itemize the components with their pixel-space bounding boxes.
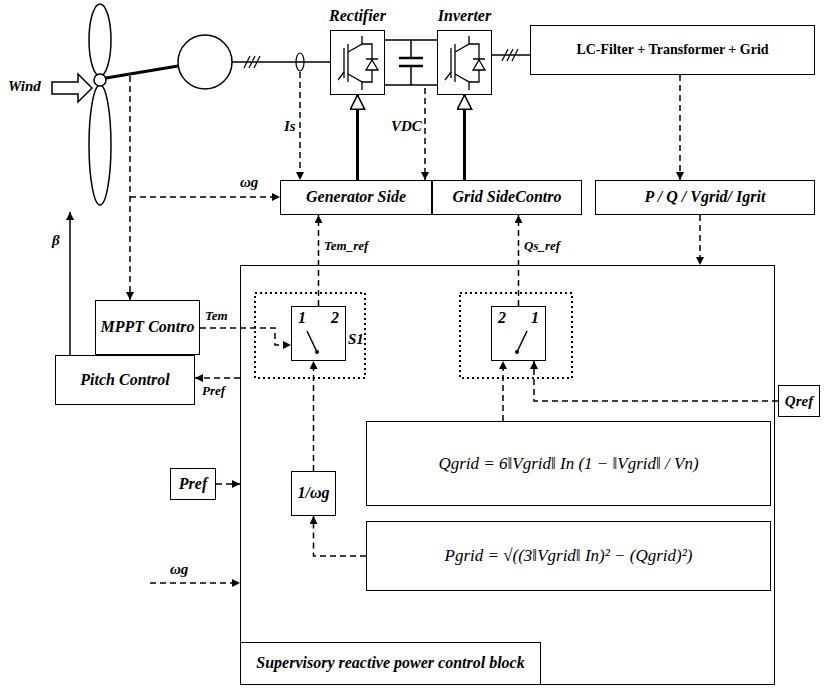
node-label: P / Q / Vgrid/ Igrit xyxy=(645,188,766,206)
control-box: MPPT Contro xyxy=(95,300,200,355)
signal-name: ωg xyxy=(170,561,188,578)
gate xyxy=(445,72,451,80)
node-label: Inverter xyxy=(438,7,491,25)
signal-arrow xyxy=(314,516,367,556)
signal-arrow xyxy=(502,361,504,421)
signal-arrow xyxy=(679,75,681,180)
igbt-symbol xyxy=(338,36,378,90)
signal-name: VDC xyxy=(391,118,422,135)
signal-arrow xyxy=(200,328,291,345)
diode xyxy=(469,44,485,82)
phase-marks xyxy=(502,49,518,61)
node-label: LC-Filter + Transformer + Grid xyxy=(576,42,768,58)
speed-signal xyxy=(129,76,131,300)
node-label: Generator Side xyxy=(306,188,406,206)
inverter-box: Inverter xyxy=(437,30,492,95)
input-box: Qref xyxy=(778,385,820,417)
formula-box: Qgrid = 6‖Vgrid‖ In (1 − ‖Vgrid‖ / Vn) xyxy=(366,421,771,506)
node-label: Pitch Control xyxy=(80,371,169,389)
wind-arrow xyxy=(52,74,92,102)
signal-name: ωg xyxy=(240,174,258,191)
turbine-hub xyxy=(94,74,106,86)
node-label: 1 xyxy=(298,309,306,327)
signal-arrow xyxy=(518,215,520,306)
signal-arrow xyxy=(195,377,240,379)
node-label: 2 xyxy=(498,309,506,327)
block-title: Supervisory reactive power control block xyxy=(241,642,541,684)
switch-frame xyxy=(460,293,572,378)
signal-arrow xyxy=(534,361,778,401)
signal-arrow xyxy=(313,361,315,471)
generator xyxy=(178,35,232,89)
gate xyxy=(338,72,344,80)
control-box: Generator Side xyxy=(280,180,432,215)
diode xyxy=(362,44,378,82)
node-label: Rectifier xyxy=(329,7,386,25)
turbine-blade xyxy=(89,85,111,205)
signal-arrow xyxy=(318,215,320,306)
formula-box: Pgrid = √((3‖Vgrid‖ In)² − (Qgrid)²) xyxy=(366,521,771,591)
switch-box: 21 xyxy=(491,306,546,361)
dc-bus xyxy=(385,40,437,85)
switch-box: 12 xyxy=(291,306,346,361)
signal-name: Tem xyxy=(204,308,229,324)
rectifier-box: Rectifier xyxy=(330,30,385,95)
node-label: Qref xyxy=(785,393,813,410)
signal-name: Qs_ref xyxy=(523,238,561,254)
phase-marks xyxy=(244,56,260,68)
formula-text: Pgrid = √((3‖Vgrid‖ In)² − (Qgrid)²) xyxy=(445,546,693,566)
node-label: Grid SideContro xyxy=(453,188,562,206)
power-arrow xyxy=(463,95,466,180)
speed-signal xyxy=(130,196,280,198)
signal-name: Is xyxy=(284,118,296,135)
signal-name: Pref xyxy=(201,383,226,399)
cable xyxy=(492,54,530,56)
control-box: Pitch Control xyxy=(55,355,195,405)
gain-box: 1/ωg xyxy=(291,471,336,516)
formula-text: Qgrid = 6‖Vgrid‖ In (1 − ‖Vgrid‖ / Vn) xyxy=(438,454,698,474)
power-arrow xyxy=(356,95,359,180)
input-box: Pref xyxy=(170,468,216,500)
switch-blade xyxy=(517,331,527,352)
signal-name: Wind xyxy=(8,78,41,95)
signal-name: Tem_ref xyxy=(323,238,369,254)
switch-blade xyxy=(307,331,317,352)
supervisory-block: Supervisory reactive power control block… xyxy=(240,265,775,685)
turbine-blade xyxy=(89,4,111,76)
igbt-symbol xyxy=(445,36,485,90)
measurement-line xyxy=(424,88,426,180)
shaft xyxy=(106,66,178,78)
signal-arrow xyxy=(699,215,701,265)
node-label: 1/ωg xyxy=(297,484,329,502)
transistor xyxy=(451,36,469,90)
signal-name: β xyxy=(52,232,60,249)
switch-name: S1 xyxy=(348,331,364,348)
transistor xyxy=(344,36,362,90)
measurement-box: P / Q / Vgrid/ Igrit xyxy=(595,180,815,215)
signal-arrow xyxy=(216,483,240,485)
control-box: Grid SideContro xyxy=(432,180,582,215)
node-label: 1 xyxy=(531,309,539,327)
speed-signal xyxy=(150,582,240,584)
current-sensor xyxy=(296,53,304,71)
pitch-signal xyxy=(69,212,71,355)
node-label: Pref xyxy=(179,475,207,493)
switch-pivot xyxy=(515,350,519,354)
switch-pivot xyxy=(315,350,319,354)
switch-frame xyxy=(255,293,365,378)
measurement-line xyxy=(299,72,301,180)
node-label: MPPT Contro xyxy=(101,318,195,336)
filter-box: LC-Filter + Transformer + Grid xyxy=(530,25,815,75)
capacitor xyxy=(399,58,423,66)
node-label: 2 xyxy=(331,309,339,327)
